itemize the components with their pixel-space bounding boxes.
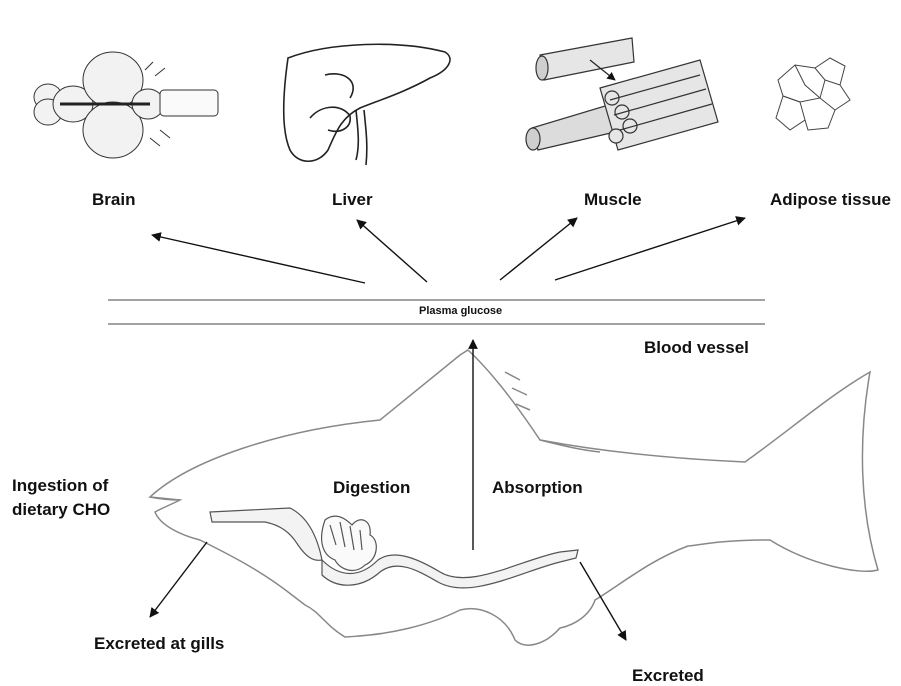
liver-label: Liver — [332, 190, 373, 210]
arrow-to-liver — [357, 220, 427, 282]
digestion-label: Digestion — [333, 478, 410, 498]
arrow-to-muscle — [500, 218, 577, 280]
brain-label: Brain — [92, 190, 135, 210]
muscle-icon — [526, 38, 718, 150]
muscle-label: Muscle — [584, 190, 642, 210]
arrow-to-adipose — [555, 218, 745, 280]
blood-vessel-label: Blood vessel — [644, 338, 749, 358]
gills-excretion-arrow — [150, 542, 207, 617]
arrow-to-brain — [152, 235, 365, 283]
plasma-glucose-label: Plasma glucose — [419, 305, 502, 317]
fecal-excretion-arrow — [580, 562, 626, 640]
adipose-tissue-label: Adipose tissue — [770, 190, 891, 210]
brain-icon — [34, 52, 218, 158]
excreted-at-gills-label: Excreted at gills — [94, 634, 224, 654]
absorption-label: Absorption — [492, 478, 583, 498]
organ-arrows — [152, 218, 745, 283]
excreted-label: Excreted — [632, 666, 704, 686]
ingestion-label: Ingestion of dietary CHO — [12, 474, 110, 522]
liver-icon — [284, 44, 450, 165]
adipose-tissue-icon — [776, 58, 850, 130]
